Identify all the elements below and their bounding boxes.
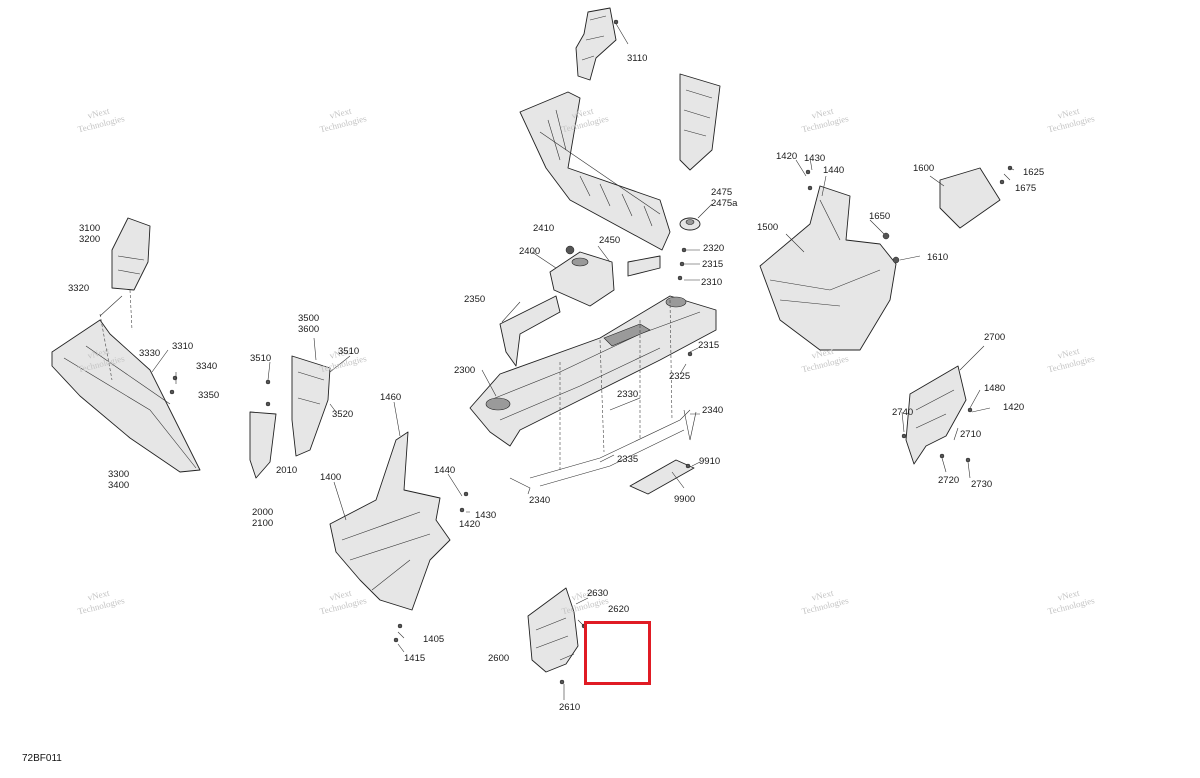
callout-label[interactable]: 3100 <box>79 223 101 234</box>
callout-label[interactable]: 2710 <box>960 429 982 440</box>
callout-label[interactable]: 2010 <box>276 465 298 476</box>
callout-label[interactable]: 2720 <box>938 475 960 486</box>
callout-label[interactable]: 3310 <box>172 341 194 352</box>
part-2330-rod[interactable] <box>509 299 697 495</box>
callout-label[interactable]: 2400 <box>519 246 541 257</box>
callout-label[interactable]: 2340 <box>529 495 551 506</box>
part-3300[interactable] <box>51 289 201 473</box>
callout-label[interactable]: 2620 <box>608 604 630 615</box>
callout-label[interactable]: 2310 <box>701 277 723 288</box>
figure-code: 72BF011 <box>22 753 62 764</box>
callout-label[interactable]: 1440 <box>823 165 845 176</box>
part-2700[interactable] <box>905 365 967 465</box>
callout-label[interactable]: 2630 <box>587 588 609 599</box>
callout-label[interactable]: 2475a <box>711 198 738 209</box>
callout-label[interactable]: 2320 <box>703 243 725 254</box>
callout-label[interactable]: 2730 <box>971 479 993 490</box>
callout-label[interactable]: 3400 <box>108 480 130 491</box>
callout-label[interactable]: 3510 <box>338 346 360 357</box>
part-2400[interactable] <box>549 245 615 307</box>
part-2300-console[interactable] <box>469 295 717 447</box>
part-3100[interactable] <box>111 217 151 291</box>
callout-label[interactable]: 2335 <box>617 454 639 465</box>
callout-label[interactable]: 2340 <box>702 405 724 416</box>
callout-label[interactable]: 2740 <box>892 407 914 418</box>
callout-label[interactable]: 1430 <box>475 510 497 521</box>
callout-label[interactable]: 3510 <box>250 353 272 364</box>
callout-label[interactable]: 3200 <box>79 234 101 245</box>
callout-label[interactable]: 2350 <box>464 294 486 305</box>
part-3110[interactable] <box>575 7 629 81</box>
callout-label[interactable]: 3600 <box>298 324 320 335</box>
part-9900[interactable] <box>629 459 695 495</box>
callout-label[interactable]: 2610 <box>559 702 581 713</box>
part-2600[interactable] <box>527 587 579 673</box>
part-1600[interactable] <box>939 167 1001 229</box>
part-upper-cover[interactable] <box>679 73 721 171</box>
callout-label[interactable]: 3300 <box>108 469 130 480</box>
callout-label[interactable]: 1625 <box>1023 167 1045 178</box>
callout-label[interactable]: 1675 <box>1015 183 1037 194</box>
part-3500[interactable] <box>291 355 331 457</box>
callout-label[interactable]: 1440 <box>434 465 456 476</box>
callout-label[interactable]: 1420 <box>776 151 798 162</box>
part-1500[interactable] <box>759 185 897 351</box>
callout-label[interactable]: 1600 <box>913 163 935 174</box>
callout-label[interactable]: 2475 <box>711 187 733 198</box>
callout-label[interactable]: 1420 <box>459 519 481 530</box>
callout-label[interactable]: 2315 <box>702 259 724 270</box>
callout-label[interactable]: 1400 <box>320 472 342 483</box>
selection-highlight-box <box>584 621 651 685</box>
callout-label[interactable]: 1430 <box>804 153 826 164</box>
callout-label[interactable]: 3340 <box>196 361 218 372</box>
callout-label[interactable]: 1405 <box>423 634 445 645</box>
part-2350[interactable] <box>499 295 561 367</box>
part-2475-knob[interactable] <box>679 203 713 231</box>
part-2000[interactable] <box>249 411 277 479</box>
callout-label[interactable]: 2700 <box>984 332 1006 343</box>
callout-label[interactable]: 2600 <box>488 653 510 664</box>
callout-label[interactable]: 3500 <box>298 313 320 324</box>
part-2450[interactable] <box>627 255 661 277</box>
callout-label[interactable]: 3320 <box>68 283 90 294</box>
callout-label[interactable]: 2300 <box>454 365 476 376</box>
callout-label[interactable]: 2450 <box>599 235 621 246</box>
callout-label[interactable]: 2315 <box>698 340 720 351</box>
callout-label[interactable]: 1460 <box>380 392 402 403</box>
callout-label[interactable]: 1420 <box>1003 402 1025 413</box>
callout-label[interactable]: 3520 <box>332 409 354 420</box>
callout-label[interactable]: 9910 <box>699 456 721 467</box>
callout-label[interactable]: 1610 <box>927 252 949 263</box>
leader-lines <box>99 157 1015 700</box>
callout-label[interactable]: 1500 <box>757 222 779 233</box>
callout-label[interactable]: 1415 <box>404 653 426 664</box>
callout-label[interactable]: 2100 <box>252 518 274 529</box>
callout-label[interactable]: 1480 <box>984 383 1006 394</box>
callout-label[interactable]: 3110 <box>627 53 648 64</box>
callout-label[interactable]: 2000 <box>252 507 274 518</box>
callout-label[interactable]: 2325 <box>669 371 691 382</box>
callout-label[interactable]: 1650 <box>869 211 891 222</box>
callout-label[interactable]: 3350 <box>198 390 220 401</box>
part-1400[interactable] <box>329 431 451 611</box>
part-main-rail[interactable] <box>519 91 671 251</box>
callout-label[interactable]: 2330 <box>617 389 639 400</box>
callout-label[interactable]: 2410 <box>533 223 555 234</box>
callout-label[interactable]: 3330 <box>139 348 161 359</box>
callout-label[interactable]: 9900 <box>674 494 696 505</box>
